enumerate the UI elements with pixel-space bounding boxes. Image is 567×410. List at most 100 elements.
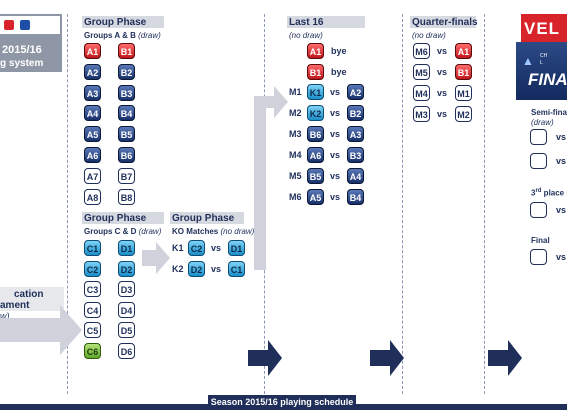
group-cd-strip bbox=[82, 212, 164, 224]
team-box: A1 bbox=[84, 43, 101, 59]
third-place-title: 3rd place m bbox=[531, 188, 567, 198]
team-box: M3 bbox=[413, 106, 430, 122]
semi2-slot bbox=[530, 153, 547, 169]
season-tag bbox=[208, 395, 356, 409]
vs-label: vs bbox=[437, 88, 448, 98]
team-box: D2 bbox=[118, 260, 135, 277]
vs-label: vs bbox=[330, 149, 341, 160]
vs-label: vs bbox=[330, 191, 341, 202]
team-box: D4 bbox=[118, 301, 135, 318]
group-ab-title: Group Phase bbox=[84, 17, 147, 28]
team-box: B2 bbox=[347, 104, 364, 121]
team-box: A1 bbox=[307, 43, 324, 59]
team-box: B1 bbox=[118, 43, 135, 59]
team-box: M6 bbox=[413, 43, 430, 59]
qualification-title: cation ament bbox=[0, 289, 43, 311]
semi1-vs: vs bbox=[556, 132, 567, 142]
match-label: M1 bbox=[289, 87, 302, 97]
match-label: M4 bbox=[289, 149, 302, 160]
qualification-panel bbox=[0, 287, 64, 311]
team-box: M5 bbox=[413, 64, 430, 80]
team-box: B5 bbox=[307, 167, 324, 184]
vs-label: vs bbox=[330, 87, 341, 97]
team-box: C3 bbox=[84, 281, 101, 298]
team-box: C5 bbox=[84, 322, 101, 339]
vs-label: vs bbox=[437, 67, 448, 77]
team-box: B7 bbox=[118, 167, 135, 184]
champions-league-logo-icon bbox=[20, 20, 30, 30]
final4-mini-1: CH bbox=[540, 53, 548, 59]
final-vs: vs bbox=[556, 252, 567, 262]
match-label: M5 bbox=[289, 170, 302, 181]
team-box: B1 bbox=[455, 64, 472, 80]
team-box: A5 bbox=[307, 188, 324, 205]
vs-label: vs bbox=[330, 128, 341, 139]
group-cd-subtitle-note: (draw) bbox=[138, 227, 162, 236]
ko-to-last16-arrow-icon bbox=[254, 86, 288, 270]
team-box: M4 bbox=[413, 85, 430, 101]
vs-label: vs bbox=[330, 107, 341, 118]
qf-note: (no draw) bbox=[412, 31, 446, 40]
team-box: C2 bbox=[84, 260, 101, 277]
team-box: D5 bbox=[118, 322, 135, 339]
qf-strip bbox=[410, 16, 476, 28]
team-box: A8 bbox=[84, 188, 101, 205]
final4-panel bbox=[516, 42, 567, 100]
team-box: K1 bbox=[307, 84, 324, 100]
separator-3 bbox=[402, 14, 403, 394]
velux-logo-text: VEL bbox=[524, 19, 561, 38]
ko-title: Group Phase bbox=[172, 213, 235, 224]
left-subtitle: g system bbox=[0, 58, 44, 69]
team-box: B6 bbox=[307, 125, 324, 142]
bye-label: bye bbox=[331, 46, 347, 56]
third-place-num: 3 bbox=[531, 188, 536, 198]
last16-title: Last 16 bbox=[289, 17, 324, 28]
ehf-logo-icon bbox=[4, 20, 14, 30]
team-box: C6 bbox=[84, 343, 101, 359]
season-tag-label: Season 2015/16 playing schedule bbox=[210, 397, 354, 407]
vs-label: vs bbox=[437, 109, 448, 119]
third-place-vs: vs bbox=[556, 205, 567, 215]
team-box: A4 bbox=[84, 105, 101, 122]
separator-1 bbox=[67, 14, 68, 394]
qf-title: Quarter-finals bbox=[412, 17, 478, 28]
ko-strip bbox=[170, 212, 244, 224]
team-box: D6 bbox=[118, 343, 135, 359]
team-box: B5 bbox=[118, 126, 135, 143]
third-place-rest: place m bbox=[543, 188, 567, 198]
semi2-vs: vs bbox=[556, 156, 567, 166]
last16-note: (no draw) bbox=[289, 31, 323, 40]
final4-mini-2: L bbox=[540, 60, 543, 66]
final-title: Final bbox=[531, 236, 550, 245]
team-box: M1 bbox=[455, 85, 472, 101]
group-ab-strip bbox=[82, 16, 164, 28]
final-slot bbox=[530, 249, 547, 265]
group-cd-subtitle: Groups C & D (draw) bbox=[84, 227, 161, 236]
separator-4 bbox=[484, 14, 485, 394]
ko-subtitle-note: (no draw) bbox=[220, 227, 255, 236]
group-cd-title: Group Phase bbox=[84, 213, 147, 224]
team-box: B6 bbox=[118, 147, 135, 163]
team-box: B2 bbox=[118, 63, 135, 80]
flow-arrow-1-icon bbox=[248, 340, 282, 376]
cd-to-ko-arrow-icon bbox=[142, 242, 170, 274]
team-box: C1 bbox=[228, 261, 245, 277]
team-box: A5 bbox=[84, 126, 101, 143]
team-box: D1 bbox=[118, 240, 135, 256]
match-label: M3 bbox=[289, 128, 302, 139]
semi-title: Semi-fina bbox=[531, 108, 567, 117]
group-ab-subtitle-note: (draw) bbox=[138, 31, 161, 40]
team-box: A2 bbox=[84, 63, 101, 80]
team-box: B4 bbox=[118, 105, 135, 122]
qualification-note: w) bbox=[0, 311, 10, 321]
team-box: A3 bbox=[84, 84, 101, 101]
vs-label: vs bbox=[330, 170, 341, 181]
bye-label: bye bbox=[331, 67, 347, 77]
team-box: C2 bbox=[188, 240, 205, 256]
team-box: B3 bbox=[118, 84, 135, 101]
left-season: 2015/16 bbox=[2, 44, 42, 56]
team-box: B4 bbox=[347, 188, 364, 205]
team-box: B3 bbox=[347, 146, 364, 163]
team-box: A1 bbox=[455, 43, 472, 59]
team-box: M2 bbox=[455, 106, 472, 122]
